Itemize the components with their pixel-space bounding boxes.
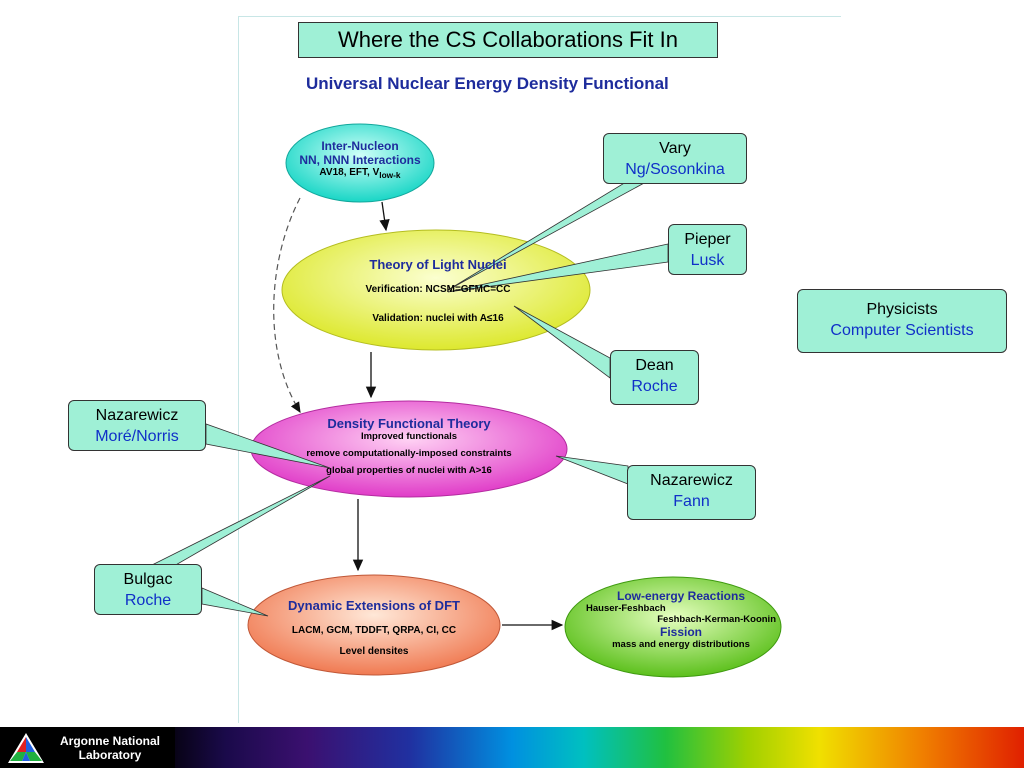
reactions-line3: mass and energy distributions	[612, 639, 750, 650]
reactions-text: Low-energy Reactions Hauser-Feshbach Fes…	[586, 589, 776, 650]
footer-org-name: Argonne National Laboratory	[46, 734, 174, 762]
callout-vary-physicist: Vary	[659, 140, 691, 157]
callout-dean-physicist: Dean	[635, 357, 674, 374]
light-nuclei-line1: Verification: NCSM=GFMC=CC	[365, 284, 511, 295]
inter-nucleon-line1: AV18, EFT, Vlow-k	[319, 167, 401, 180]
dft-title: Density Functional Theory	[327, 416, 491, 431]
dft-line2: remove computationally-imposed constrain…	[306, 448, 512, 459]
arrow-inter-to-light	[379, 201, 390, 232]
dynamic-line2: Level densites	[339, 646, 409, 657]
pointer-bulgac-dynamic	[201, 587, 269, 617]
light-nuclei-text: Theory of Light Nuclei Verification: NCS…	[300, 257, 576, 324]
node-dynamic	[247, 574, 501, 676]
callout-nazarewicz-more: Nazarewicz Moré/Norris	[68, 400, 206, 451]
light-nuclei-line2: Validation: nuclei with A≤16	[372, 313, 504, 324]
argonne-logo-icon	[8, 733, 44, 763]
reactions-line1: Hauser-Feshbach	[586, 603, 666, 614]
callout-pieper-cs: Lusk	[690, 252, 725, 269]
node-reactions	[564, 576, 782, 678]
callout-nazarewicz-fann-physicist: Nazarewicz	[650, 472, 733, 489]
dft-line1: Improved functionals	[360, 431, 458, 442]
callout-bulgac-cs: Roche	[124, 592, 172, 609]
pointer-nazarewicz-fann	[555, 455, 629, 485]
slide-title: Where the CS Collaborations Fit In	[298, 22, 718, 58]
node-inter-nucleon	[285, 123, 435, 203]
callout-dean-cs: Roche	[631, 378, 678, 395]
node-light-nuclei	[281, 229, 591, 351]
legend-computer-scientists: Computer Scientists	[830, 322, 974, 339]
arrow-inter-to-dft-dashed	[273, 197, 301, 414]
legend-physicists: Physicists	[866, 301, 938, 318]
footer-org-line2: Laboratory	[78, 748, 142, 762]
callout-bulgac-physicist: Bulgac	[123, 571, 173, 588]
callout-nazarewicz-fann-cs: Fann	[673, 493, 710, 510]
pointer-nazarewicz-more	[205, 423, 331, 469]
footer-logo-area: Argonne National Laboratory	[0, 727, 175, 768]
reactions-title1: Low-energy Reactions	[616, 589, 746, 603]
callout-vary-cs: Ng/Sosonkina	[625, 161, 725, 178]
slide-subtitle: Universal Nuclear Energy Density Functio…	[306, 74, 669, 93]
dynamic-line1: LACM, GCM, TDDFT, QRPA, CI, CC	[291, 625, 457, 636]
legend-box: Physicists Computer Scientists	[797, 289, 1007, 353]
callout-nazarewicz-more-cs: Moré/Norris	[95, 428, 179, 445]
callout-vary: Vary Ng/Sosonkina	[603, 133, 747, 184]
callout-nazarewicz-more-physicist: Nazarewicz	[95, 407, 179, 424]
inter-nucleon-title1: Inter-Nucleon	[321, 139, 399, 153]
callout-dean: Dean Roche	[610, 350, 699, 405]
reactions-title2: Fission	[659, 625, 702, 639]
callout-nazarewicz-fann: Nazarewicz Fann	[627, 465, 756, 520]
callout-pieper: Pieper Lusk	[668, 224, 747, 275]
footer-org-line1: Argonne National	[59, 734, 160, 748]
reactions-line2: Feshbach-Kerman-Koonin	[657, 614, 776, 625]
callout-pieper-physicist: Pieper	[684, 231, 731, 248]
dft-line3: global properties of nuclei with A>16	[326, 465, 492, 476]
light-nuclei-title: Theory of Light Nuclei	[369, 257, 507, 272]
inter-nucleon-title2: NN, NNN Interactions	[299, 153, 421, 167]
inter-nucleon-text: Inter-Nucleon NN, NNN Interactions AV18,…	[286, 139, 434, 180]
dynamic-title: Dynamic Extensions of DFT	[288, 598, 460, 613]
callout-bulgac: Bulgac Roche	[94, 564, 202, 615]
footer-bar: Argonne National Laboratory	[0, 727, 1024, 768]
pointer-bulgac-dft	[149, 475, 331, 567]
diagram-panel	[238, 16, 841, 723]
dft-text: Density Functional Theory Improved funct…	[258, 416, 560, 476]
dynamic-text: Dynamic Extensions of DFT LACM, GCM, TDD…	[256, 598, 492, 657]
